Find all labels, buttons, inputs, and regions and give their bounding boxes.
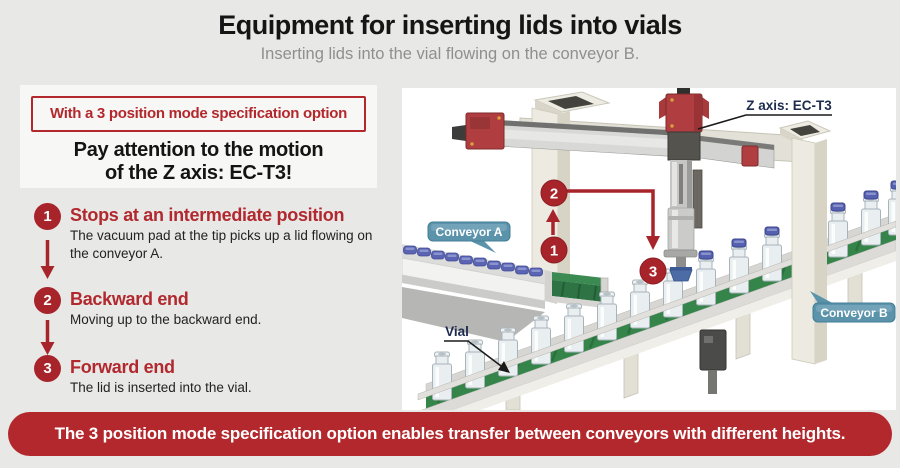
conveyor-b-label: Conveyor B <box>810 291 896 323</box>
step-3-body: The lid is inserted into the vial. <box>70 380 252 395</box>
z-axis-actuator <box>659 88 709 282</box>
step-2-body: Moving up to the backward end. <box>70 312 262 327</box>
z-axis-knob <box>677 88 690 97</box>
sensor-box <box>699 329 727 394</box>
warning-panel: With a 3 position mode specification opt… <box>20 85 377 188</box>
equipment-illustration: 2 1 3 Z axis: EC-T3 Conveyor A Conveyor … <box>397 88 896 431</box>
svg-text:Conveyor B: Conveyor B <box>820 306 888 320</box>
step-3-number-badge: 3 <box>34 355 61 382</box>
conveyor-a-green-belt <box>552 272 609 308</box>
up-arrow-icon <box>546 209 560 222</box>
svg-text:Z axis: EC-T3: Z axis: EC-T3 <box>746 98 832 113</box>
conveyor-a-label: Conveyor A <box>427 221 511 253</box>
option-badge: With a 3 position mode specification opt… <box>31 96 366 132</box>
warning-line-1: Pay attention to the motion <box>73 139 324 161</box>
svg-text:Conveyor A: Conveyor A <box>436 225 503 239</box>
z-axis-label: Z axis: EC-T3 <box>697 98 832 130</box>
x-axis-motor <box>452 112 505 150</box>
vial-label: Vial <box>444 324 510 373</box>
svg-text:2: 2 <box>550 186 558 203</box>
bottom-banner: The 3 position mode specification option… <box>8 412 892 456</box>
vacuum-pad <box>669 267 693 282</box>
step-1-body: The vacuum pad at the tip picks up a lid… <box>70 228 373 261</box>
page-title: Equipment for inserting lids into vials <box>218 10 682 40</box>
down-arrow-icon <box>646 236 660 250</box>
position-marker-2: 2 <box>540 179 568 207</box>
step-2-heading: Backward end <box>70 289 189 309</box>
warning-line-2: of the Z axis: EC-T3! <box>104 162 293 185</box>
position-marker-1: 1 <box>540 236 568 264</box>
step-2-number-badge: 2 <box>34 287 61 314</box>
svg-text:3: 3 <box>649 264 657 281</box>
step-1-number-badge: 1 <box>34 203 61 230</box>
down-arrow-icon <box>40 240 55 279</box>
conveyor-b <box>417 181 896 431</box>
page-subtitle: Inserting lids into the vial flowing on … <box>260 45 640 63</box>
gantry-right-column <box>791 137 827 365</box>
motion-path <box>546 189 660 250</box>
position-marker-3: 3 <box>639 257 667 285</box>
warning-text: Pay attention to the motion of the Z axi… <box>20 139 377 186</box>
svg-text:Vial: Vial <box>445 324 469 339</box>
svg-text:1: 1 <box>550 243 558 260</box>
x-axis-end-cap <box>741 145 759 167</box>
step-1-heading: Stops at an intermediate position <box>70 205 345 225</box>
equipment-3d-scene: 2 1 3 Z axis: EC-T3 Conveyor A Conveyor … <box>397 88 896 431</box>
down-arrow-icon <box>40 320 55 355</box>
x-axis-actuator <box>452 112 775 169</box>
step-3-heading: Forward end <box>70 357 175 377</box>
vial-pointer-arrow <box>498 361 510 373</box>
